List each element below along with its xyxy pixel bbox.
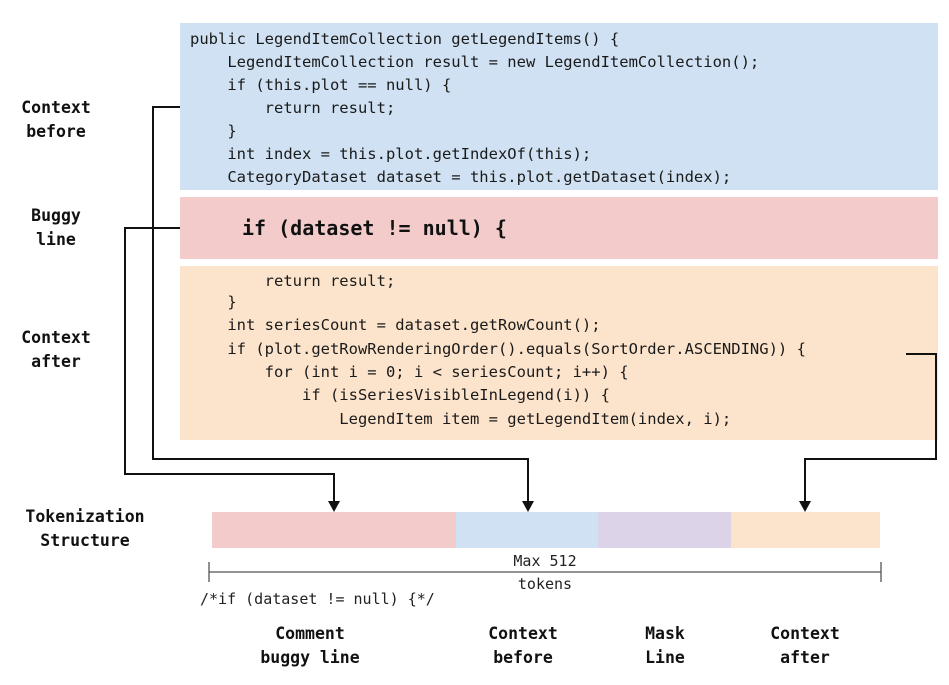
range-label: tokens	[518, 575, 572, 593]
label-line: Comment	[275, 624, 345, 643]
code-line: }	[190, 122, 237, 140]
label-line: Tokenization	[25, 507, 144, 526]
arrowhead-context-after	[799, 501, 811, 512]
context-before-code: public LegendItemCollection getLegendIte…	[190, 30, 759, 186]
segment-label-mask-line: Mask Line	[645, 624, 685, 667]
label-line: before	[26, 122, 86, 141]
code-line: int seriesCount = dataset.getRowCount();	[190, 316, 601, 334]
label-line: after	[780, 648, 830, 667]
segment-label-context-after: Context after	[770, 624, 840, 667]
arrowhead-buggy-line	[328, 501, 340, 512]
label-buggy-line: Buggy line	[31, 206, 81, 249]
token-range-indicator: Max 512 tokens	[208, 552, 882, 593]
label-line: line	[36, 230, 76, 249]
connector-buggy-line	[124, 227, 335, 503]
token-bar	[212, 512, 880, 548]
label-line: after	[31, 352, 81, 371]
code-line: for (int i = 0; i < seriesCount; i++) {	[190, 363, 629, 381]
context-before-box	[180, 23, 938, 190]
token-segment-mask-line	[598, 512, 731, 548]
label-line: Context	[21, 328, 91, 347]
label-line: Context	[21, 98, 91, 117]
range-label: Max 512	[513, 552, 576, 570]
label-line: Structure	[40, 531, 129, 550]
context-after-code: return result; } int seriesCount = datas…	[190, 272, 806, 428]
segment-label-comment-buggy-line: Comment buggy line	[260, 624, 359, 667]
code-line: LegendItem item = getLegendItem(index, i…	[190, 410, 731, 428]
label-line: before	[493, 648, 553, 667]
label-tokenization-structure: Tokenization Structure	[25, 507, 144, 550]
label-line: Line	[645, 648, 685, 667]
buggy-line-box	[180, 197, 938, 259]
code-line: if (this.plot == null) {	[190, 76, 451, 94]
context-after-box	[180, 266, 938, 440]
code-line: if (plot.getRowRenderingOrder().equals(S…	[190, 340, 806, 358]
token-segment-context-after	[731, 512, 880, 548]
label-line: Context	[770, 624, 840, 643]
label-line: Mask	[645, 624, 685, 643]
connector-context-after	[804, 353, 937, 503]
code-line: LegendItemCollection result = new Legend…	[190, 53, 759, 71]
label-context-after: Context after	[21, 328, 91, 371]
segment-label-context-before: Context before	[488, 624, 558, 667]
code-line: if (isSeriesVisibleInLegend(i)) {	[190, 386, 610, 404]
label-line: Buggy	[31, 206, 81, 225]
label-line: Context	[488, 624, 558, 643]
code-line: return result;	[190, 272, 395, 290]
code-line: public LegendItemCollection getLegendIte…	[190, 30, 619, 48]
comment-buggy-line-text: /*if (dataset != null) {*/	[200, 590, 435, 608]
code-line: }	[190, 293, 237, 311]
token-segment-comment-buggy-line	[212, 512, 456, 548]
connector-context-before	[152, 106, 529, 503]
arrowhead-context-before	[522, 501, 534, 512]
label-line: buggy line	[260, 648, 359, 667]
code-line: CategoryDataset dataset = this.plot.getD…	[190, 168, 731, 186]
token-segment-context-before	[456, 512, 598, 548]
label-context-before: Context before	[21, 98, 91, 141]
code-line: int index = this.plot.getIndexOf(this);	[190, 145, 591, 163]
code-line: return result;	[190, 99, 395, 117]
buggy-line-code: if (dataset != null) {	[242, 216, 507, 240]
